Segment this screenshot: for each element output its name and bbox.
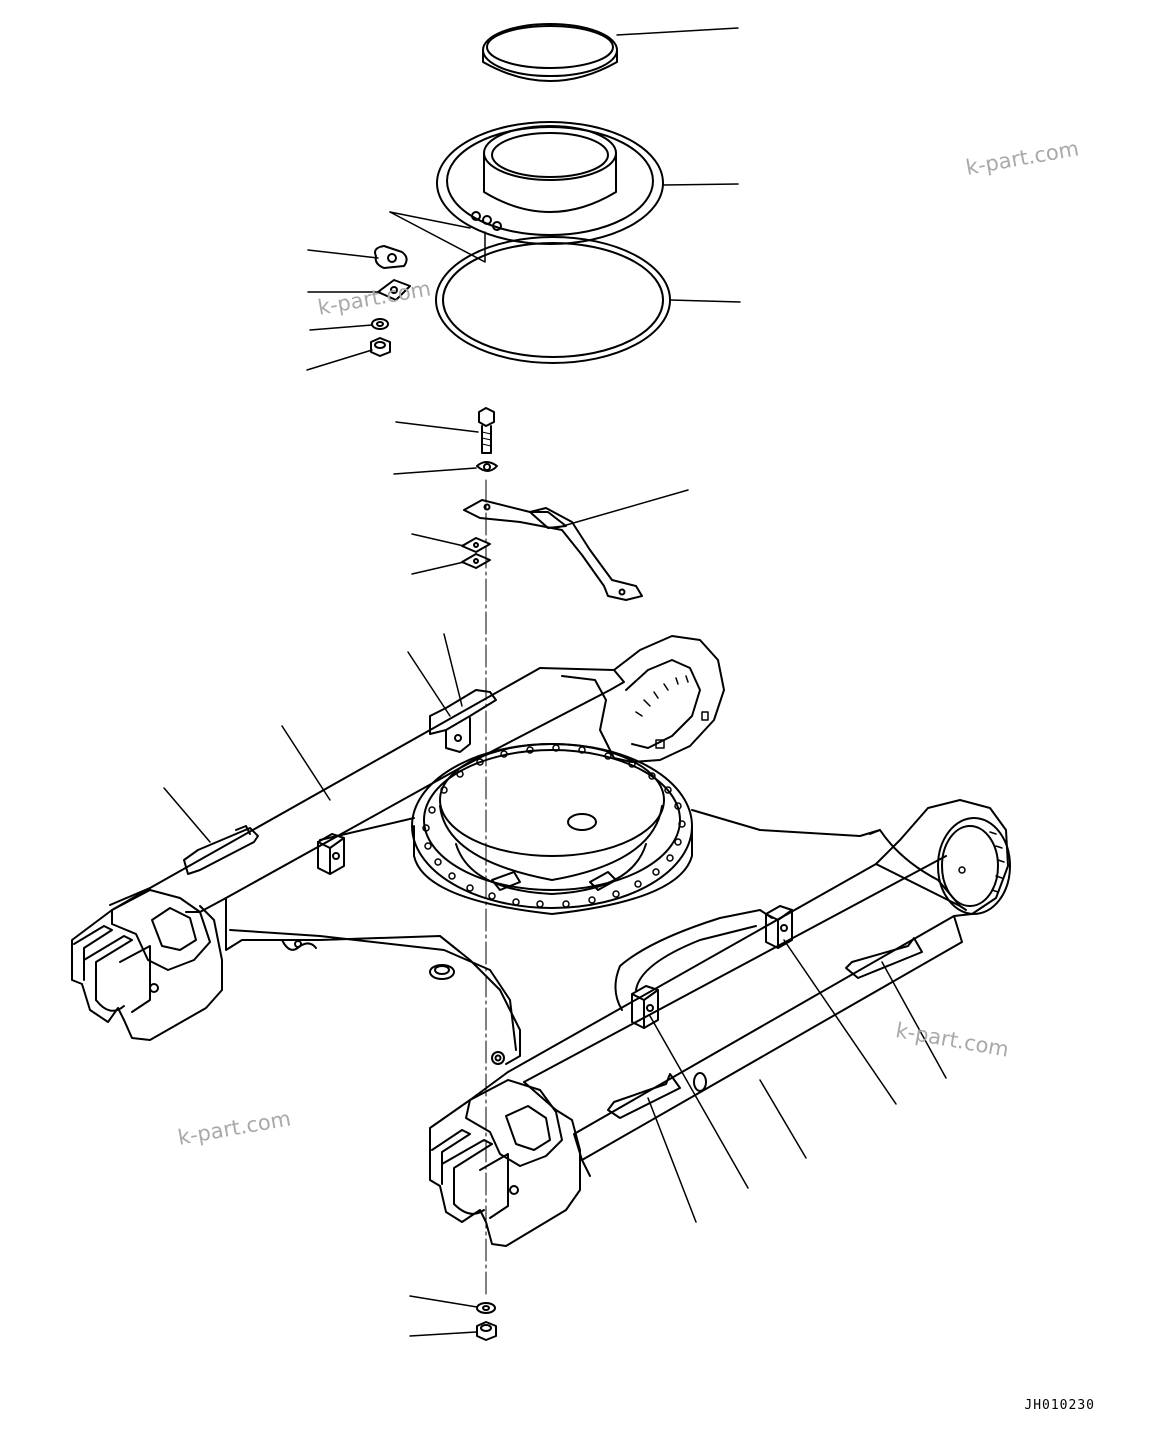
leader-line (281, 725, 331, 801)
track-guide-lower (607, 1072, 707, 1119)
upper-side-rail (199, 667, 625, 913)
bottom-washer (476, 1302, 496, 1314)
track-frame (71, 635, 1011, 1247)
leader-line (443, 633, 463, 707)
guide-block-upper (429, 689, 497, 753)
track-guide-right (845, 937, 923, 979)
shim-lower (461, 553, 491, 569)
leader-line (649, 1015, 749, 1189)
leader-line (669, 299, 741, 303)
guide-block-lower (631, 985, 659, 1029)
bolt-washer (476, 461, 498, 472)
bottom-nut (476, 1321, 497, 1341)
lower-front-end (429, 1071, 581, 1247)
leader-line (555, 489, 689, 529)
leader-line (409, 1295, 478, 1308)
leader-line (389, 211, 471, 229)
leader-line (881, 961, 947, 1079)
leader-line (309, 324, 373, 331)
leader-line (783, 939, 897, 1105)
right-idler-housing (875, 799, 1009, 917)
guide-block-middle (317, 833, 345, 875)
drawing-code-label: JH010230 (1024, 1398, 1095, 1413)
swing-circle-mount (411, 743, 693, 915)
guide-block-right (765, 905, 793, 949)
hex-nut (370, 337, 391, 357)
lower-side-rail (507, 863, 967, 1073)
cover-bracket (463, 499, 643, 601)
leader-line (307, 249, 379, 259)
track-guide-upper (183, 825, 259, 875)
leader-line (163, 787, 211, 843)
leader-line (616, 27, 739, 36)
flanged-seal-ring (436, 121, 664, 245)
leader-line (389, 211, 486, 263)
leader-line (411, 561, 465, 575)
leader-line (407, 651, 451, 717)
leader-line (411, 533, 465, 547)
leader-line (663, 183, 739, 186)
leader-line (393, 467, 477, 475)
o-ring (435, 236, 671, 364)
bolt (478, 407, 495, 454)
upper-front-end (71, 887, 223, 1041)
lock-plate-small (377, 279, 411, 301)
leader-line (306, 349, 373, 371)
leader-line (759, 1079, 807, 1159)
leader-line (395, 421, 479, 433)
shim-upper (461, 537, 491, 553)
leader-line (409, 1331, 477, 1337)
lock-plate (374, 245, 408, 269)
leader-line (647, 1097, 697, 1223)
upper-bearing-ring (482, 23, 618, 82)
washer (371, 318, 389, 330)
